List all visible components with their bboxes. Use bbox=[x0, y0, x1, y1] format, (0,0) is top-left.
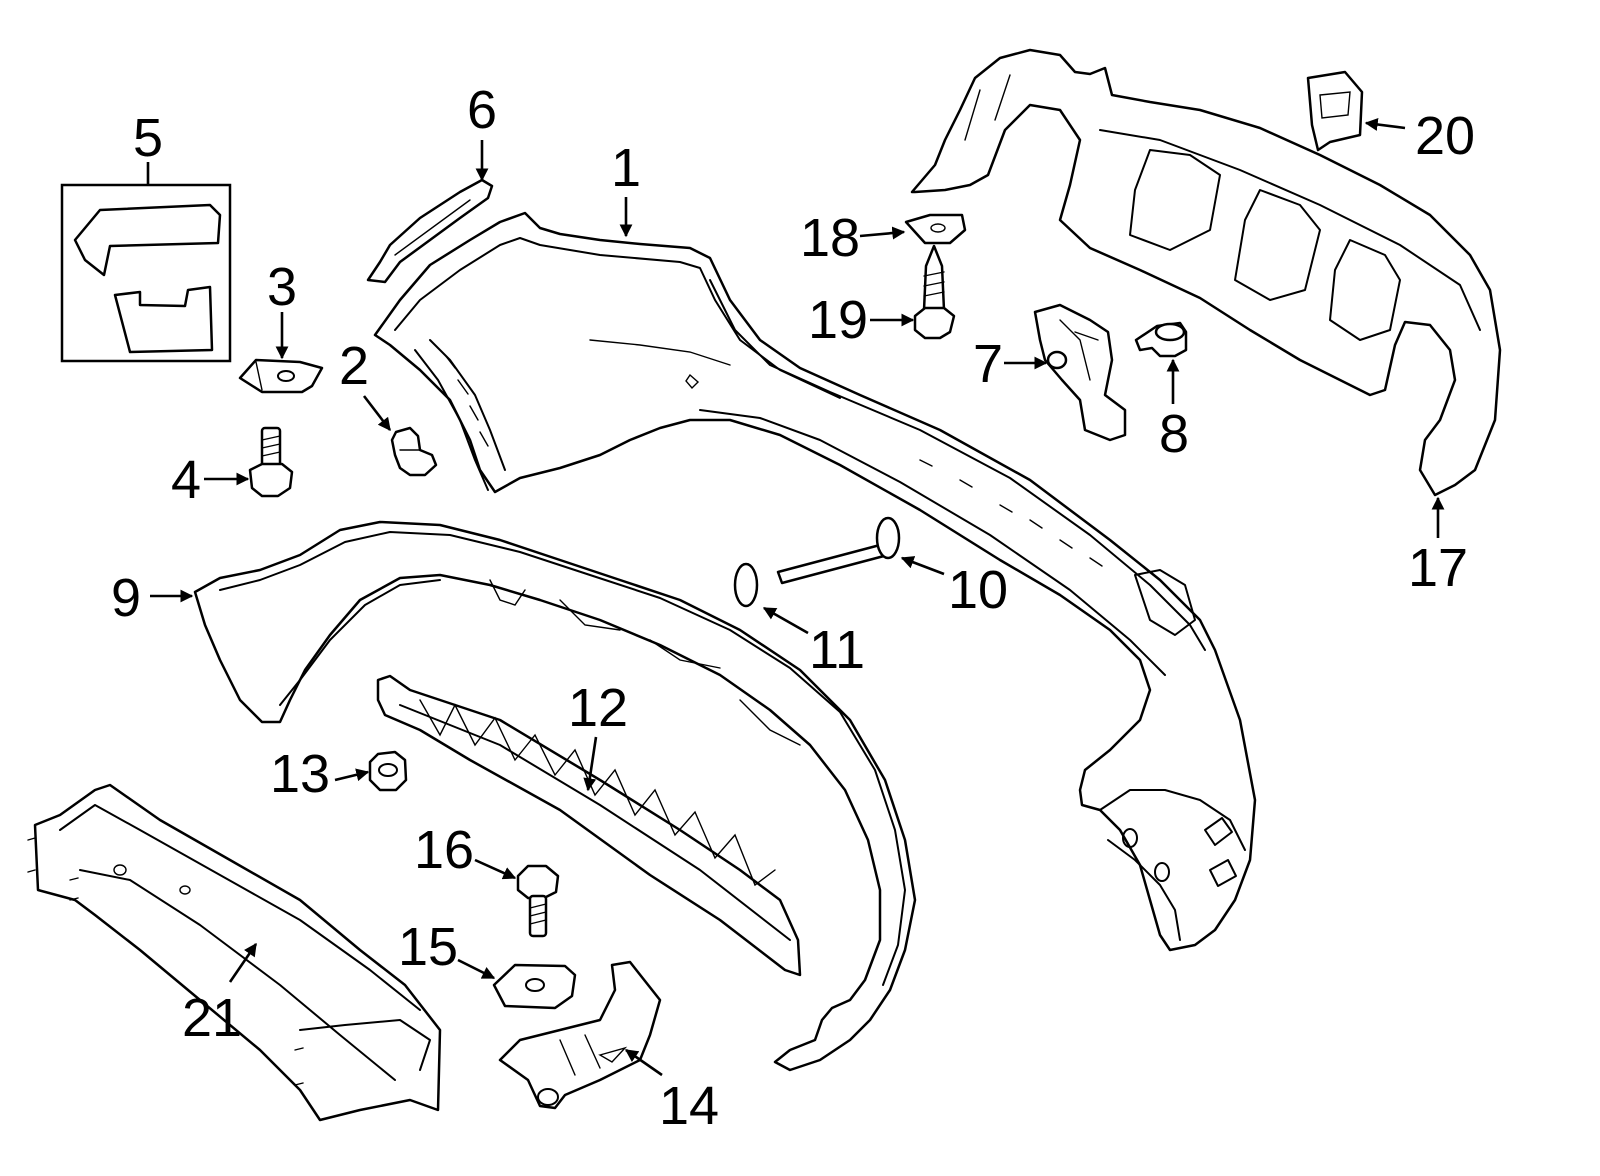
leader-11 bbox=[762, 606, 809, 635]
callout-16: 16 bbox=[414, 820, 474, 880]
callout-17: 17 bbox=[1408, 538, 1468, 598]
leader-13 bbox=[334, 768, 370, 782]
leader-14 bbox=[624, 1048, 663, 1077]
callout-8: 8 bbox=[1159, 404, 1189, 464]
part-8-push-pin bbox=[1134, 321, 1188, 358]
callout-3: 3 bbox=[267, 257, 297, 317]
part-10-pin bbox=[776, 516, 901, 585]
callout-2: 2 bbox=[339, 336, 369, 396]
part-17-diffuser bbox=[910, 48, 1502, 497]
leader-lines bbox=[146, 118, 1445, 1077]
leader-16 bbox=[474, 858, 517, 880]
part-18-clip bbox=[904, 213, 967, 245]
callout-15: 15 bbox=[398, 917, 458, 977]
part-16-bolt bbox=[516, 864, 560, 938]
part-19-screw bbox=[913, 244, 956, 340]
leader-2 bbox=[362, 395, 392, 432]
part-3-nut-clip bbox=[238, 358, 324, 394]
callout-12: 12 bbox=[568, 678, 628, 738]
leader-10 bbox=[900, 556, 945, 576]
part-5-kit bbox=[60, 183, 232, 363]
part-1-bumper-cover bbox=[373, 211, 1257, 952]
leader-12 bbox=[583, 736, 598, 792]
callout-20: 20 bbox=[1415, 106, 1475, 166]
part-20-cap bbox=[1306, 70, 1364, 152]
leader-18 bbox=[859, 226, 906, 240]
callout-4: 4 bbox=[171, 450, 201, 510]
callout-labels: 1 2 3 4 5 6 7 8 9 10 11 12 13 14 15 16 1… bbox=[111, 80, 1475, 1136]
callout-19: 19 bbox=[808, 290, 868, 350]
callout-7: 7 bbox=[973, 334, 1003, 394]
part-7-bracket bbox=[1033, 303, 1127, 442]
leader-15 bbox=[457, 958, 496, 980]
part-15-clip bbox=[492, 963, 577, 1010]
leader-20 bbox=[1364, 118, 1406, 131]
part-4-bolt bbox=[248, 426, 294, 498]
callout-1: 1 bbox=[611, 138, 641, 198]
callout-21: 21 bbox=[182, 988, 242, 1048]
part-9-lower-valance bbox=[193, 520, 917, 1072]
callout-18: 18 bbox=[800, 208, 860, 268]
part-2-push-pin bbox=[390, 426, 438, 477]
part-13-nut bbox=[368, 750, 408, 792]
callout-13: 13 bbox=[270, 744, 330, 804]
part-12-reinforcement bbox=[376, 674, 802, 977]
callout-6: 6 bbox=[467, 80, 497, 140]
part-14-bracket bbox=[498, 960, 662, 1110]
leader-21 bbox=[228, 942, 258, 983]
callout-5: 5 bbox=[133, 108, 163, 168]
callout-9: 9 bbox=[111, 568, 141, 628]
part-6-trim-strip bbox=[366, 178, 494, 284]
callout-10: 10 bbox=[948, 560, 1008, 620]
part-21-impact-bar bbox=[27, 783, 442, 1122]
callout-14: 14 bbox=[659, 1076, 719, 1136]
callout-11: 11 bbox=[809, 620, 865, 680]
part-11-washer bbox=[733, 562, 759, 608]
